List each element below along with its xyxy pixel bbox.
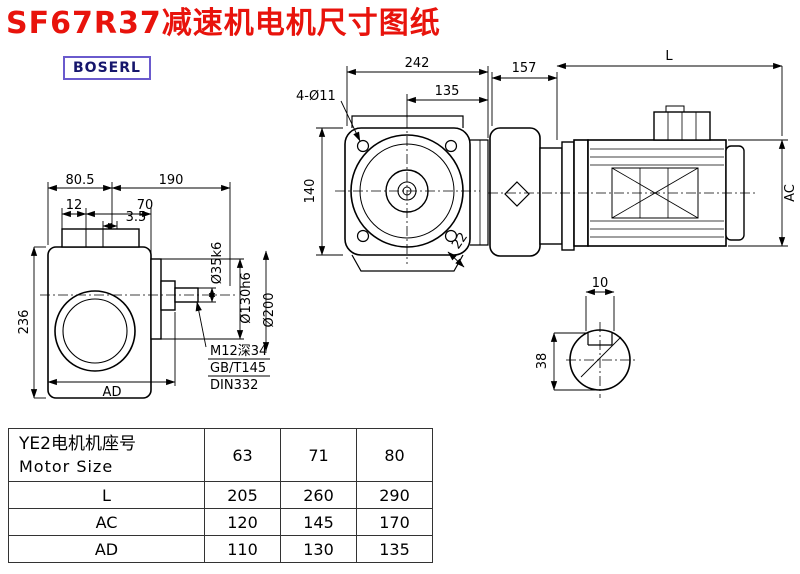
ac-value-63: 120 [204, 508, 281, 536]
ad-value-80: 135 [356, 535, 433, 563]
dim-flange-dia-label: Ø130h6 [239, 272, 254, 324]
motor-side-view: 157 L AC [488, 49, 798, 257]
dim-bolt-holes-label: 4-Ø11 [296, 89, 336, 104]
technical-drawing: 80.5 190 12 70 3.5 236 AD Ø35k6 Ø130h6 Ø… [17, 49, 798, 400]
dim-135-label: 135 [435, 84, 460, 99]
shaft-section-view: 10 38 [535, 276, 636, 398]
output-flange-disc [150, 258, 162, 340]
size-80-cell: 80 [356, 428, 433, 482]
output-bore-inner [62, 298, 128, 364]
table-row-ad: AD 110 130 135 [8, 535, 433, 563]
oil-plug-diamond [504, 181, 530, 207]
terminal-box-cap [665, 105, 685, 113]
ac-value-80: 170 [356, 508, 433, 536]
adapter-stage-2 [561, 141, 575, 251]
dim-10-label: 10 [592, 276, 609, 291]
dim-80-5-label: 80.5 [66, 173, 95, 188]
ac-value-71: 145 [280, 508, 357, 536]
shaft-section-dimension-lines [550, 288, 615, 391]
left-view-dimension-lines [30, 182, 270, 399]
table-header-cn: YE2电机机座号 [19, 434, 136, 454]
adapter-stage-1 [539, 147, 563, 245]
ad-value-63: 110 [204, 535, 281, 563]
dim-shaft-dia-label: Ø35k6 [210, 242, 225, 285]
front-view-dimension-lines [316, 66, 489, 268]
bolt-hole-bottom-left [356, 229, 370, 243]
output-hub [160, 280, 176, 311]
dim-236-label: 236 [17, 310, 32, 335]
row-label-l: L [8, 481, 205, 509]
dim-ac-label: AC [783, 184, 798, 202]
row-label-ac: AC [8, 508, 205, 536]
table-header-row: YE2电机机座号 Motor Size 63 71 80 [8, 428, 433, 482]
l-value-80: 290 [356, 481, 433, 509]
dim-ad-label: AD [103, 385, 122, 400]
bolt-hole-top-left [356, 139, 370, 153]
dim-190-label: 190 [159, 173, 184, 188]
motor-view-dimension-lines [491, 62, 788, 247]
dim-12-label: 12 [66, 198, 83, 213]
standard-note-din: DIN332 [210, 378, 258, 393]
table-row-ac: AC 120 145 170 [8, 508, 433, 536]
output-bore-outer [54, 290, 136, 372]
l-value-63: 205 [204, 481, 281, 509]
table-header-en: Motor Size [19, 457, 114, 476]
bolt-hole-top-right [444, 139, 458, 153]
table-row-l: L 205 260 290 [8, 481, 433, 509]
left-side-view: 80.5 190 12 70 3.5 236 AD Ø35k6 Ø130h6 Ø… [17, 173, 277, 400]
dim-outer-dia-label: Ø200 [262, 292, 277, 327]
standard-note-gb: GB/T145 [210, 361, 266, 376]
ad-value-71: 130 [280, 535, 357, 563]
gearbox-top-block [61, 228, 140, 248]
section-hatch [580, 336, 622, 378]
dim-140-label: 140 [303, 179, 318, 204]
table-header-cell: YE2电机机座号 Motor Size [8, 428, 205, 482]
gearbox-left-outline [40, 228, 238, 399]
flange-square [344, 127, 471, 256]
dim-3-5-label: 3.5 [126, 210, 147, 225]
thread-note: M12深34 [210, 344, 267, 359]
dim-l-label: L [665, 49, 673, 64]
l-value-71: 260 [280, 481, 357, 509]
motor-winding-box [611, 167, 699, 219]
dim-157-label: 157 [512, 61, 537, 76]
gearbox-side-body [489, 127, 541, 257]
brand-logo: BOSERL [63, 56, 151, 80]
motor-size-table: YE2电机机座号 Motor Size 63 71 80 L 205 260 2… [8, 428, 433, 563]
dim-38-label: 38 [535, 353, 550, 370]
dim-70-label: 70 [137, 198, 154, 213]
front-flange-view: 242 135 4-Ø11 140 22 [296, 56, 489, 272]
page-title: SF67R37减速机电机尺寸图纸 [6, 6, 441, 41]
size-63-cell: 63 [204, 428, 281, 482]
row-label-ad: AD [8, 535, 205, 563]
dim-242-label: 242 [405, 56, 430, 71]
shaft-section-outline [566, 322, 636, 398]
motor-outline [488, 105, 758, 257]
bolt-hole-bottom-right [444, 229, 458, 243]
size-71-cell: 71 [280, 428, 357, 482]
flange-outline [335, 115, 489, 272]
